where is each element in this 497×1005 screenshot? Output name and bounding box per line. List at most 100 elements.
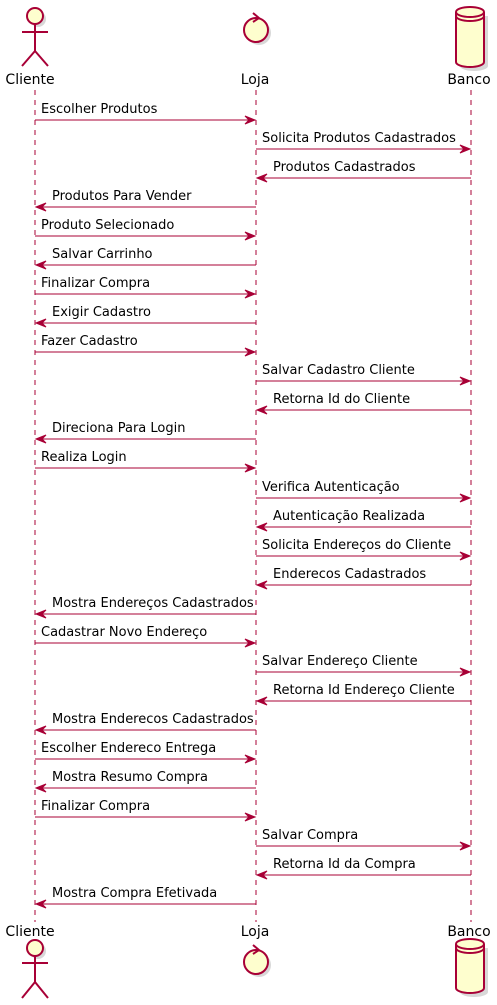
message: Escolher Endereco Entrega bbox=[35, 741, 257, 764]
message: Mostra Endereços Cadastrados bbox=[34, 596, 256, 619]
participant-loja-top: Loja bbox=[241, 12, 271, 88]
participant-cliente-top: Cliente bbox=[5, 7, 55, 88]
message-label: Produtos Para Vender bbox=[52, 189, 192, 204]
arrowhead bbox=[244, 463, 257, 473]
arrowhead bbox=[255, 405, 268, 415]
message-label: Fazer Cadastro bbox=[41, 334, 138, 349]
arrowhead bbox=[255, 173, 268, 183]
arrowhead bbox=[255, 696, 268, 706]
message: Retorna Id da Compra bbox=[255, 857, 471, 880]
message: Direciona Para Login bbox=[34, 421, 256, 444]
message: Produtos Cadastrados bbox=[255, 160, 471, 183]
control-icon bbox=[243, 944, 271, 977]
arrowhead bbox=[244, 347, 257, 357]
message: Mostra Resumo Compra bbox=[34, 770, 256, 793]
message: Exigir Cadastro bbox=[34, 305, 256, 328]
message-label: Mostra Resumo Compra bbox=[52, 770, 208, 785]
message-label: Finalizar Compra bbox=[41, 799, 150, 814]
arrowhead bbox=[255, 870, 268, 880]
message-label: Produtos Cadastrados bbox=[273, 160, 416, 175]
message-label: Solicita Endereços do Cliente bbox=[262, 538, 451, 553]
participant-cliente-bottom: Cliente bbox=[5, 924, 55, 999]
message-label: Direciona Para Login bbox=[52, 421, 185, 436]
message-label: Solicita Produtos Cadastrados bbox=[262, 131, 456, 146]
message: Cadastrar Novo Endereço bbox=[35, 625, 257, 648]
actor-icon bbox=[21, 939, 49, 999]
arrowhead bbox=[34, 318, 47, 328]
arrowhead bbox=[255, 522, 268, 532]
arrowhead bbox=[244, 638, 257, 648]
arrowhead bbox=[459, 376, 472, 386]
arrowhead bbox=[459, 144, 472, 154]
participant-label-banco: Banco bbox=[447, 924, 490, 940]
message-label: Retorna Id do Cliente bbox=[273, 392, 410, 407]
arrowhead bbox=[459, 841, 472, 851]
message: Salvar Cadastro Cliente bbox=[256, 363, 472, 386]
message: Enderecos Cadastrados bbox=[255, 567, 471, 590]
message-label: Realiza Login bbox=[41, 450, 127, 465]
message: Retorna Id Endereço Cliente bbox=[255, 683, 471, 706]
message-label: Cadastrar Novo Endereço bbox=[41, 625, 207, 640]
arrowhead bbox=[244, 754, 257, 764]
message-label: Autenticação Realizada bbox=[273, 509, 425, 524]
participant-label-loja: Loja bbox=[241, 924, 270, 940]
message: Verifica Autenticação bbox=[256, 480, 472, 503]
actor-icon bbox=[21, 7, 49, 67]
message-label: Escolher Produtos bbox=[41, 102, 158, 117]
message: Mostra Compra Efetivada bbox=[34, 886, 256, 909]
message-label: Salvar Cadastro Cliente bbox=[262, 363, 415, 378]
participant-loja-bottom: Loja bbox=[241, 924, 271, 977]
arrowhead bbox=[244, 231, 257, 241]
message: Realiza Login bbox=[35, 450, 257, 473]
participant-label-banco: Banco bbox=[447, 72, 490, 88]
participant-banco-bottom: Banco bbox=[447, 924, 491, 997]
arrowhead bbox=[34, 899, 47, 909]
message: Mostra Enderecos Cadastrados bbox=[34, 712, 256, 735]
message-label: Salvar Compra bbox=[262, 828, 358, 843]
message-label: Exigir Cadastro bbox=[52, 305, 151, 320]
message: Produto Selecionado bbox=[35, 218, 257, 241]
message: Salvar Carrinho bbox=[34, 247, 256, 270]
arrowhead bbox=[34, 783, 47, 793]
participant-label-loja: Loja bbox=[241, 72, 270, 88]
message-label: Mostra Enderecos Cadastrados bbox=[52, 712, 254, 727]
arrowhead bbox=[34, 725, 47, 735]
arrowhead bbox=[244, 289, 257, 299]
arrowhead bbox=[244, 115, 257, 125]
message: Finalizar Compra bbox=[35, 276, 257, 299]
message: Solicita Endereços do Cliente bbox=[256, 538, 472, 561]
participant-banco-top: Banco bbox=[447, 6, 491, 88]
arrowhead bbox=[34, 260, 47, 270]
message: Escolher Produtos bbox=[35, 102, 257, 125]
message: Retorna Id do Cliente bbox=[255, 392, 471, 415]
message-label: Mostra Endereços Cadastrados bbox=[52, 596, 254, 611]
database-icon bbox=[455, 6, 488, 71]
arrowhead bbox=[459, 667, 472, 677]
message-label: Escolher Endereco Entrega bbox=[41, 741, 216, 756]
message-label: Enderecos Cadastrados bbox=[273, 567, 426, 582]
arrowhead bbox=[255, 580, 268, 590]
message-label: Salvar Carrinho bbox=[52, 247, 153, 262]
message-label: Produto Selecionado bbox=[41, 218, 174, 233]
arrowhead bbox=[34, 202, 47, 212]
arrowhead bbox=[459, 493, 472, 503]
message: Autenticação Realizada bbox=[255, 509, 471, 532]
message-label: Salvar Endereço Cliente bbox=[262, 654, 418, 669]
message: Finalizar Compra bbox=[35, 799, 257, 822]
message-label: Retorna Id da Compra bbox=[273, 857, 416, 872]
message-label: Mostra Compra Efetivada bbox=[52, 886, 217, 901]
message-label: Retorna Id Endereço Cliente bbox=[273, 683, 455, 698]
message-label: Finalizar Compra bbox=[41, 276, 150, 291]
arrowhead bbox=[34, 434, 47, 444]
message: Salvar Endereço Cliente bbox=[256, 654, 472, 677]
arrowhead bbox=[459, 551, 472, 561]
arrowhead bbox=[34, 609, 47, 619]
message: Solicita Produtos Cadastrados bbox=[256, 131, 472, 154]
arrowhead bbox=[244, 812, 257, 822]
message-label: Verifica Autenticação bbox=[262, 480, 400, 495]
participant-label-cliente: Cliente bbox=[5, 924, 54, 940]
database-icon bbox=[455, 938, 488, 997]
control-icon bbox=[243, 12, 271, 45]
